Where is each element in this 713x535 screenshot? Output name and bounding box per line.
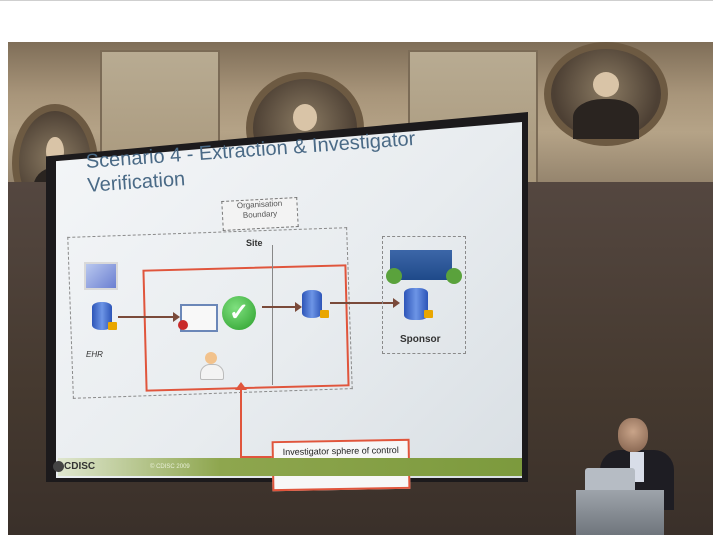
database-icon-site: [302, 290, 322, 318]
checkmark-icon: ✓: [222, 296, 256, 330]
portrait-right: [544, 42, 668, 146]
lock-icon-sponsor: [424, 310, 433, 318]
sponsor-boundary: [382, 236, 466, 354]
org-boundary-label: Organisation Boundary: [221, 197, 299, 231]
arrow-site-to-sponsor: [330, 298, 400, 308]
lock-icon-site: [320, 310, 329, 318]
footer-copyright: © CDISC 2009: [150, 464, 190, 470]
podium: [576, 490, 664, 535]
investigator-arrow-head: [235, 382, 247, 390]
lock-icon: [108, 322, 117, 330]
slide-footer-bar: [58, 458, 522, 476]
arrow-check-to-db: [262, 302, 302, 312]
site-label: Site: [246, 238, 263, 248]
cdisc-logo-icon: [53, 461, 64, 472]
database-icon: [92, 302, 112, 330]
site-divider: [272, 245, 273, 385]
tree-icon: [446, 268, 462, 284]
computer-icon: [84, 262, 118, 290]
certificate-icon: [180, 304, 218, 332]
presenter-head: [618, 418, 648, 452]
tree-icon: [386, 268, 402, 284]
seal-icon: [178, 320, 188, 330]
investigator-arrow-line-h: [240, 456, 272, 458]
doctor-icon: [198, 352, 224, 380]
sponsor-label: Sponsor: [400, 334, 441, 345]
ehr-label: EHR: [86, 350, 103, 359]
page-top-rule: [0, 0, 713, 1]
laptop: [585, 468, 635, 494]
cdisc-logo-text: CDISC: [64, 461, 96, 472]
presentation-slide: [56, 122, 522, 478]
arrow-ehr-to-cert: [118, 312, 180, 322]
investigator-arrow-line: [240, 388, 242, 458]
